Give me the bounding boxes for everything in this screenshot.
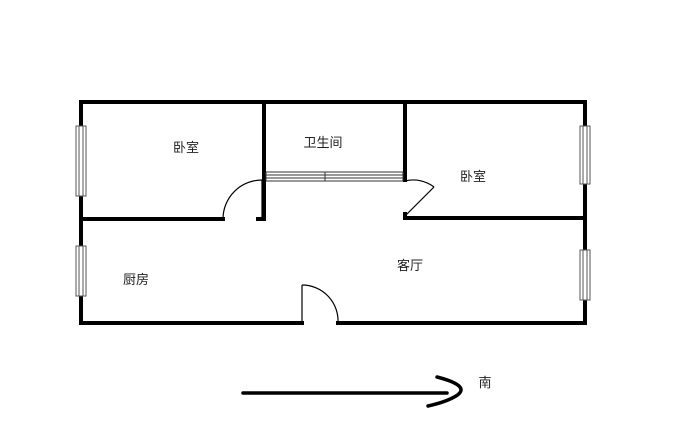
doors [222,179,435,324]
window-kitchen [75,245,87,297]
arrow-head [426,375,463,408]
window-bedroom-right [579,125,591,185]
door-bedroom-right-swing [404,179,435,188]
room-label-bathroom: 卫生间 [303,136,342,151]
room-label-kitchen: 厨房 [123,272,149,288]
bathroom-partition [265,171,404,182]
room-label-living-room: 客厅 [397,258,423,274]
window-living-room [579,249,591,301]
room-label-bedroom-right: 卧室 [460,169,486,185]
door-entrance-swing [301,284,339,324]
door-bedroom-left-swing [222,179,263,220]
direction-label: 南 [478,375,491,391]
south-arrow [241,375,463,408]
door-bedroom-right-leaf [404,186,435,217]
interior-walls [79,100,587,221]
room-label-bedroom-left: 卧室 [173,140,199,156]
windows [75,125,591,301]
window-bedroom-left [75,125,87,197]
